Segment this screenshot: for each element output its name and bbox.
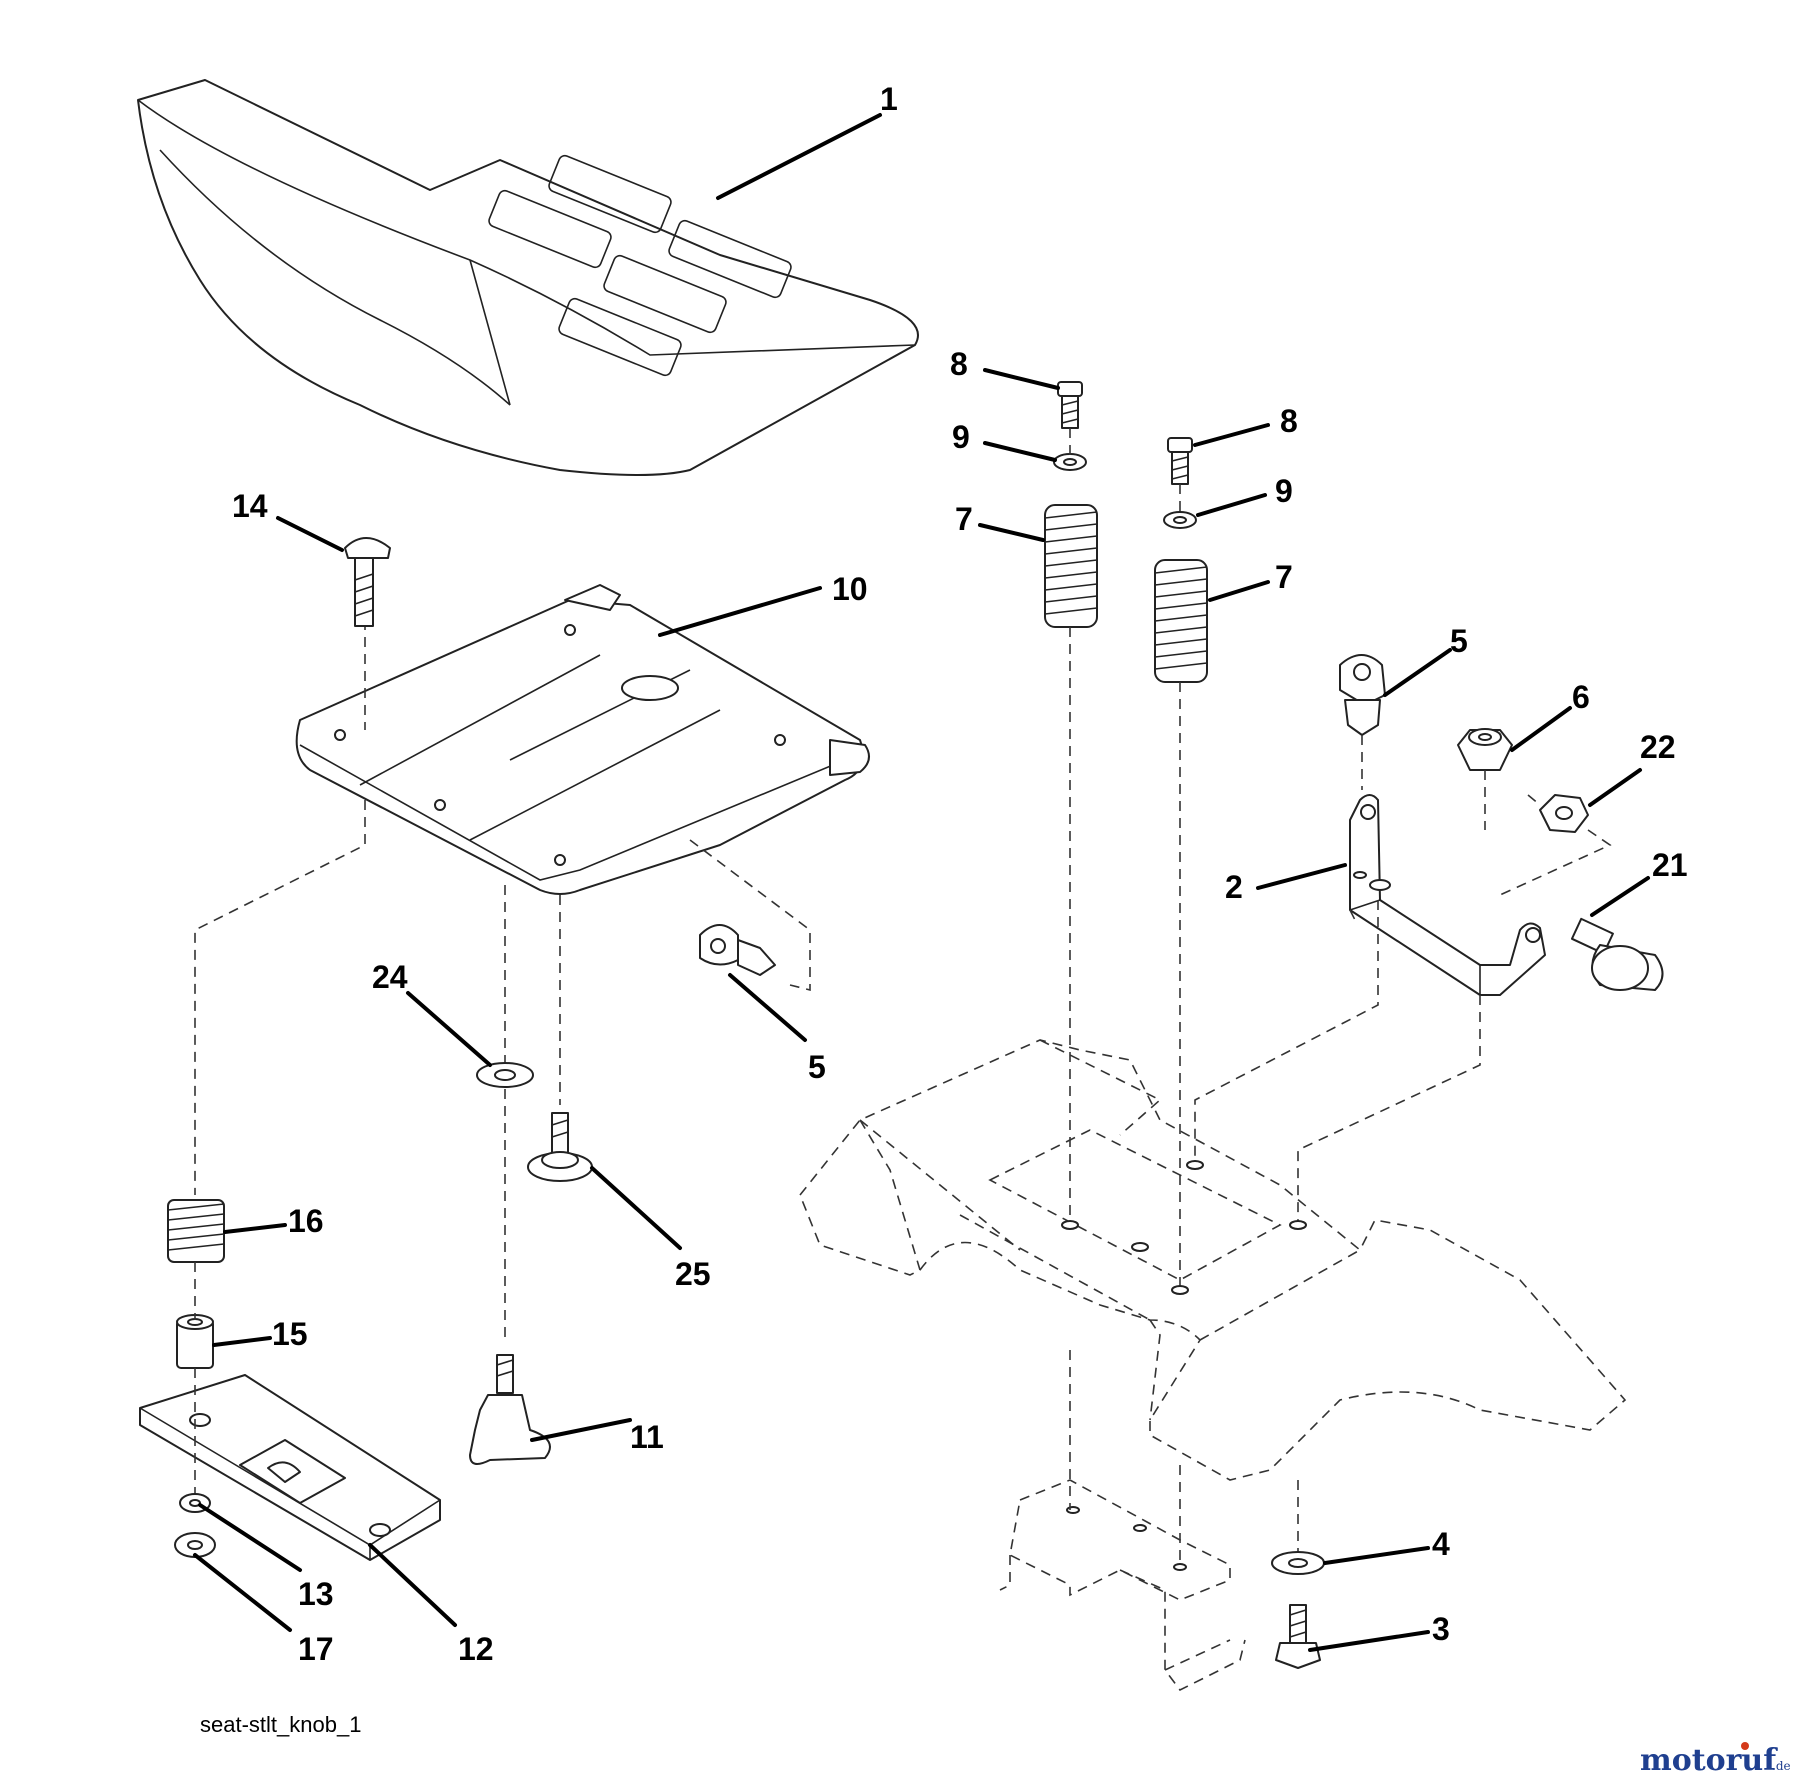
seat-switch-clip-left — [699, 924, 776, 976]
leader-9-left — [983, 441, 1057, 462]
spring-16 — [167, 1199, 225, 1263]
diagram-caption: seat-stlt_knob_1 — [200, 1712, 361, 1737]
washer-9-left — [1053, 453, 1087, 471]
callout-15: 15 — [272, 1316, 308, 1352]
leader-6 — [1510, 706, 1572, 752]
seat-switch — [1570, 917, 1664, 991]
callout-6: 6 — [1572, 679, 1590, 715]
leader-2 — [1256, 863, 1347, 890]
seat-bracket-plate — [139, 1374, 441, 1561]
bolt-8-left — [1057, 381, 1083, 429]
seat-switch-clip-right — [1339, 654, 1386, 736]
callout-9-right: 9 — [1275, 473, 1293, 509]
spring-7-right — [1154, 559, 1208, 683]
lock-nut-6 — [1457, 728, 1513, 771]
switch-bracket — [1349, 794, 1546, 996]
callout-11: 11 — [630, 1419, 664, 1455]
callout-3: 3 — [1432, 1611, 1450, 1647]
washer-9-right — [1163, 511, 1197, 529]
callout-8-left: 8 — [950, 346, 968, 382]
leader-16 — [223, 1223, 287, 1234]
tractor-frame — [799, 1039, 1627, 1481]
leader-22 — [1588, 768, 1642, 807]
leader-4 — [1323, 1546, 1430, 1565]
adjustment-knob — [469, 1354, 551, 1465]
callout-10: 10 — [832, 571, 868, 607]
callout-8-right: 8 — [1280, 403, 1298, 439]
callout-17: 17 — [298, 1631, 334, 1667]
leader-5-right — [1383, 648, 1452, 697]
leader-9-right — [1196, 493, 1267, 517]
leader-12 — [368, 1543, 457, 1627]
callout-5-right: 5 — [1450, 623, 1468, 659]
callout-4: 4 — [1432, 1526, 1450, 1562]
callout-25: 25 — [675, 1256, 711, 1292]
callout-13: 13 — [298, 1576, 334, 1612]
seat — [137, 79, 919, 476]
callout-7-right: 7 — [1275, 559, 1293, 595]
callout-24: 24 — [372, 959, 408, 995]
leader-7-right — [1208, 580, 1270, 602]
washer-4 — [1271, 1551, 1325, 1575]
callout-14: 14 — [232, 488, 268, 524]
construction-line — [689, 839, 811, 992]
carriage-bolt — [344, 537, 391, 627]
nut-22 — [1539, 794, 1589, 833]
leader-15 — [212, 1336, 272, 1347]
leader-8-right — [1193, 423, 1270, 447]
callout-1: 1 — [880, 81, 898, 117]
callout-22: 22 — [1640, 729, 1676, 765]
leader-1 — [716, 113, 882, 200]
seat-pan — [295, 584, 870, 895]
bolt-8-right — [1167, 437, 1193, 485]
leader-5-left — [728, 973, 807, 1042]
spring-7-left — [1044, 504, 1098, 628]
callout-2: 2 — [1225, 869, 1243, 905]
leader-3 — [1308, 1630, 1430, 1652]
leader-8-left — [983, 368, 1060, 390]
leader-11 — [530, 1418, 632, 1442]
leader-13 — [198, 1503, 302, 1572]
shoulder-bolt — [527, 1112, 593, 1182]
lower-frame-bracket — [999, 1479, 1246, 1692]
washer-24 — [476, 1062, 534, 1088]
leader-21 — [1590, 876, 1650, 917]
callout-12: 12 — [458, 1631, 494, 1667]
leader-24 — [406, 991, 492, 1067]
construction-line — [194, 800, 366, 1195]
callout-16: 16 — [288, 1203, 324, 1239]
callout-5-left: 5 — [808, 1049, 826, 1085]
callout-21: 21 — [1652, 847, 1688, 883]
watermark-suffix: .de — [1772, 1759, 1791, 1773]
leader-14 — [276, 516, 344, 552]
leader-25 — [590, 1166, 682, 1250]
leader-7-left — [978, 523, 1045, 542]
leader-10 — [658, 586, 822, 637]
leader-17 — [193, 1553, 292, 1632]
watermark-accent-dot — [1741, 1742, 1749, 1750]
callout-7-left: 7 — [955, 501, 973, 537]
callout-9-left: 9 — [952, 419, 970, 455]
spacer-15 — [176, 1314, 214, 1369]
watermark-text: motoruf — [1640, 1743, 1778, 1778]
bolt-3 — [1275, 1604, 1321, 1669]
watermark-logo: motoruf .de — [1640, 1742, 1791, 1778]
